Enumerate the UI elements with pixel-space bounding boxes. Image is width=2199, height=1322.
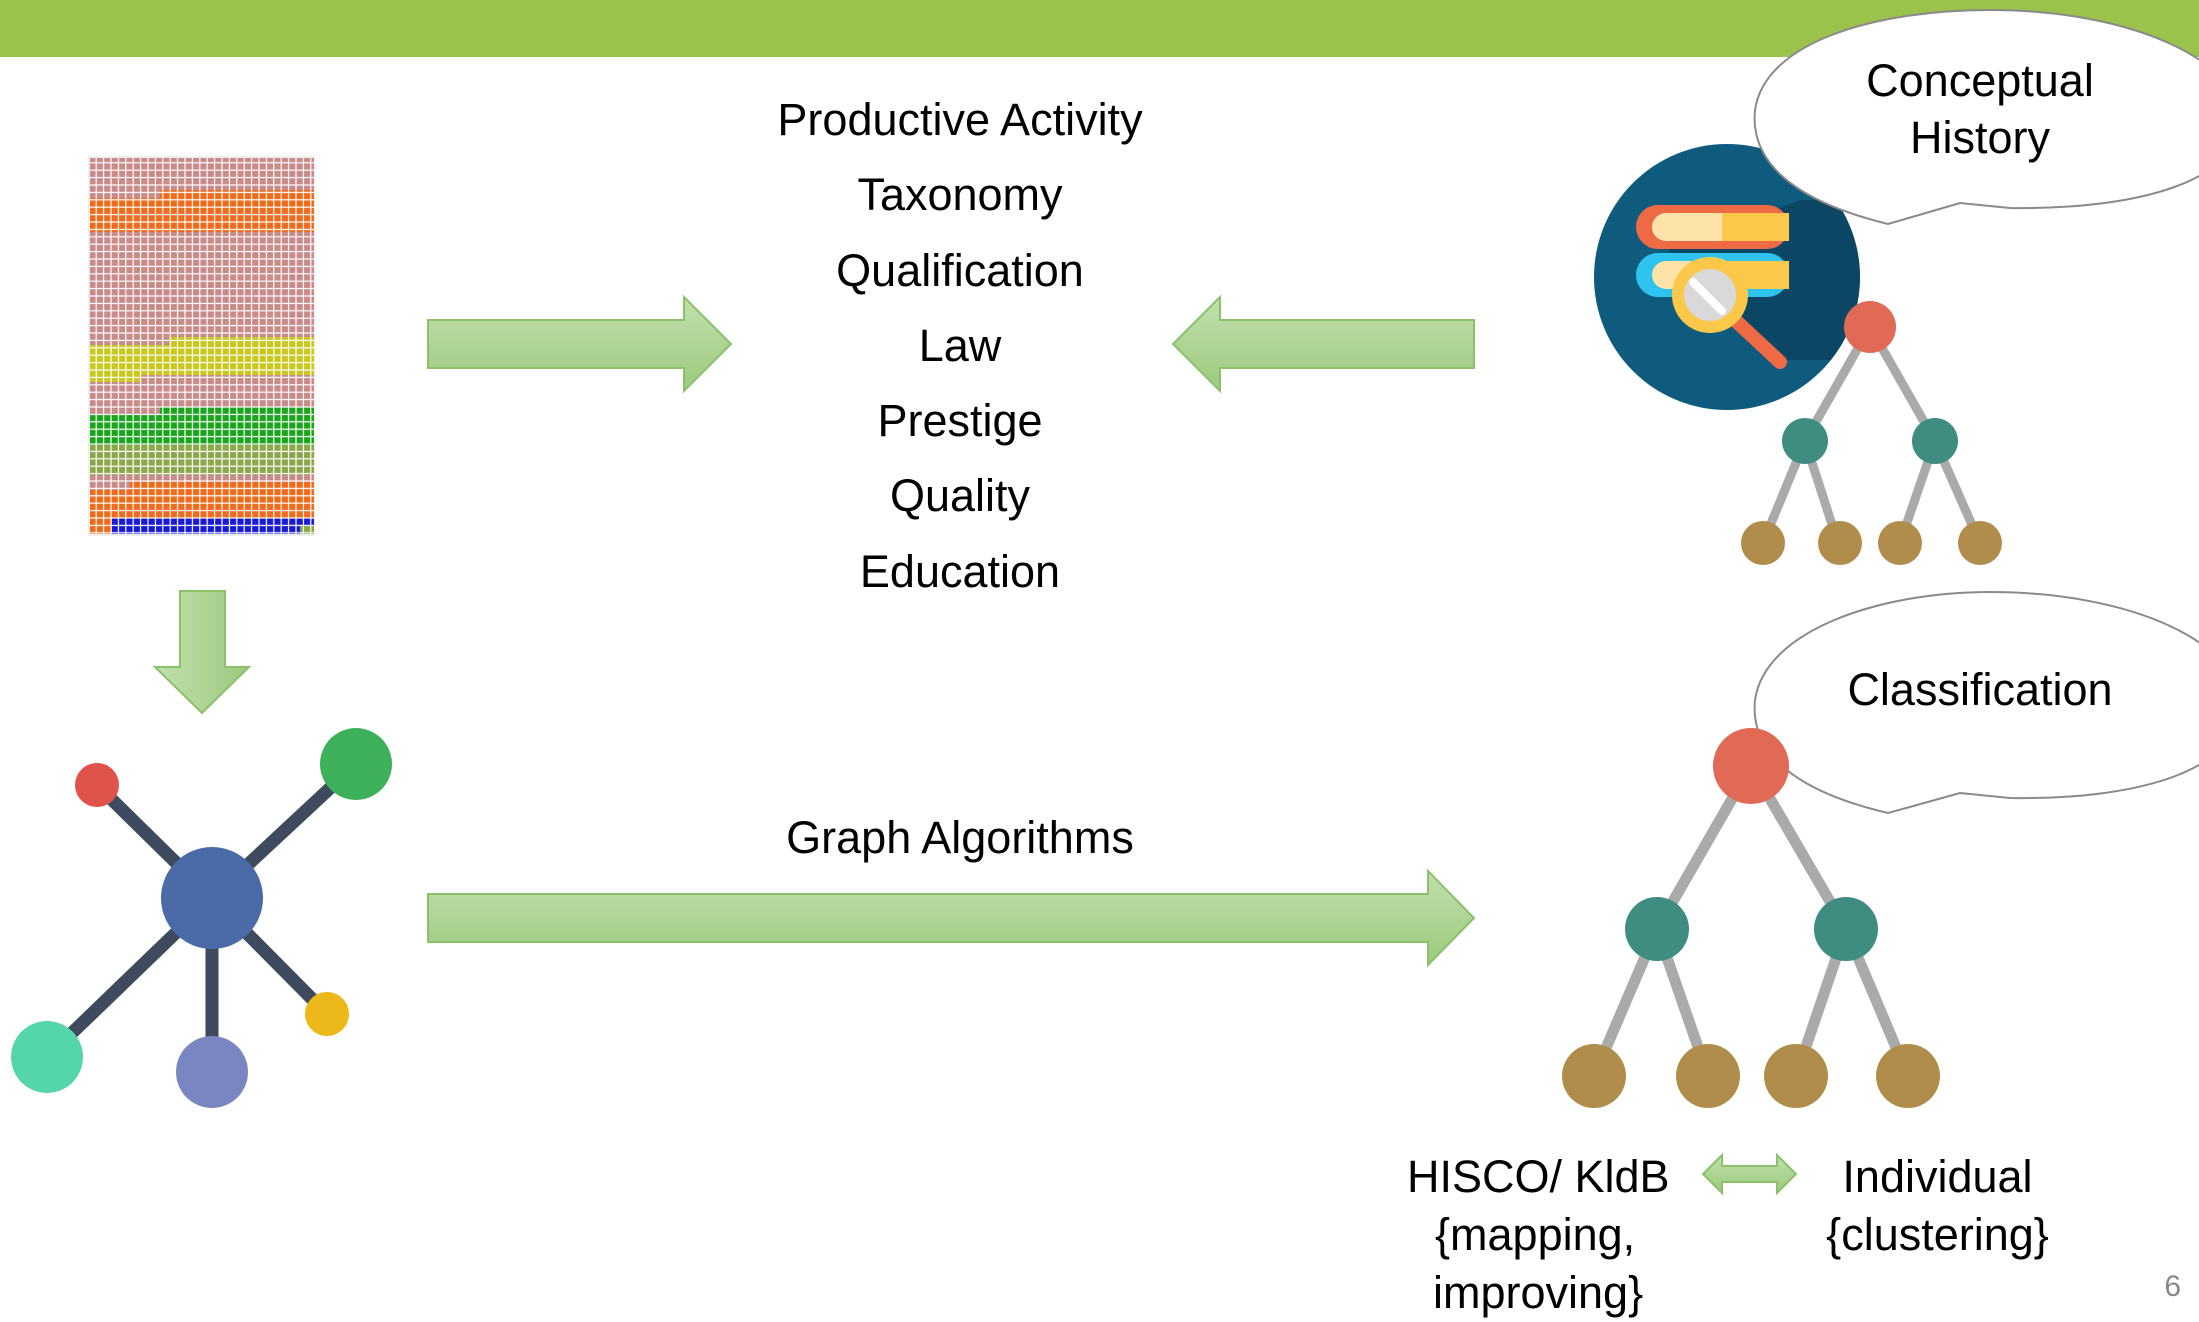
hisco-label: HISCO/ KldB {mapping, improving} — [1407, 1148, 1707, 1322]
bubble-conceptual-history — [1753, 8, 2199, 226]
hisco-line: HISCO/ KldB — [1407, 1151, 1670, 1202]
bubble-text-classification: Classification — [1847, 664, 2113, 715]
hierarchy-tree-large-icon — [1562, 728, 1940, 1108]
arrow-graph-algorithms — [427, 868, 1476, 968]
attribute-item: Prestige — [877, 395, 1043, 447]
individual-line: Individual — [1842, 1151, 2033, 1202]
hisco-line: {mapping, — [1435, 1209, 1636, 1260]
attribute-item: Quality — [889, 470, 1031, 522]
attribute-item: Qualification — [836, 244, 1084, 296]
bubble-line: History — [1909, 112, 2050, 163]
bubble-classification — [1753, 590, 2199, 815]
hierarchy-tree-small-icon — [1741, 301, 2002, 565]
individual-line: {clustering} — [1826, 1209, 2049, 1260]
arrow-left-top — [1171, 294, 1475, 394]
attribute-item: Productive Activity — [777, 94, 1143, 145]
attribute-item: Education — [859, 545, 1061, 597]
attribute-item: Taxonomy — [857, 169, 1063, 221]
bubble-text-conceptual-history: Conceptual History — [1820, 52, 2140, 166]
graph-algorithms-label: Graph Algorithms — [786, 812, 1134, 863]
hisco-line: improving} — [1433, 1267, 1644, 1318]
books-magnifier-icon — [1594, 144, 1860, 410]
attribute-item: Law — [918, 319, 1002, 371]
attribute-list: Productive Activity Taxonomy Qualificati… — [720, 92, 1200, 619]
arrow-down — [152, 590, 252, 715]
network-graph-icon — [11, 728, 392, 1108]
individual-label: Individual {clustering} — [1800, 1148, 2075, 1264]
bubble-line: Conceptual — [1866, 55, 2094, 106]
double-arrow — [1701, 1152, 1798, 1196]
page-number: 6 — [2164, 1270, 2181, 1303]
data-grid-icon — [88, 156, 315, 536]
arrow-right-top — [427, 294, 733, 394]
